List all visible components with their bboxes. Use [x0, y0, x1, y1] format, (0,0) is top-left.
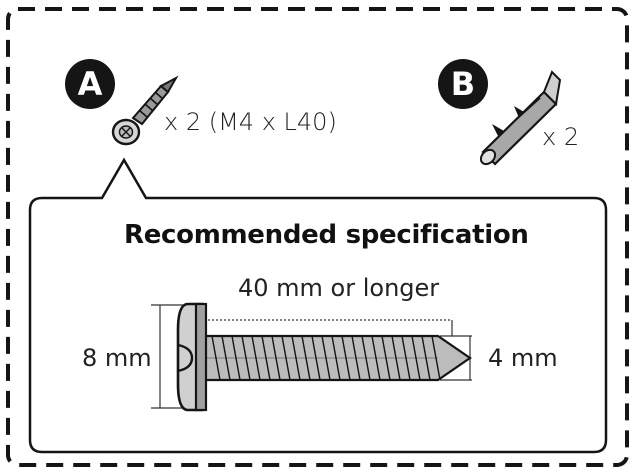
length-label: 40 mm or longer: [238, 274, 440, 302]
badge-b: B: [438, 59, 488, 109]
dashed-frame: [6, 7, 629, 467]
thread-diameter-label: 4 mm: [488, 344, 558, 372]
quantity-b: x 2: [542, 123, 580, 151]
head-diameter-label: 8 mm: [82, 344, 152, 372]
quantity-a: x 2 (M4 x L40): [164, 108, 337, 136]
badge-a: A: [65, 59, 115, 109]
callout-box: [28, 157, 608, 454]
anchor-b-illustration: [479, 70, 562, 166]
callout-title: Recommended specification: [124, 220, 529, 250]
screw-spec-illustration: [176, 302, 472, 412]
screw-a-illustration: [111, 75, 179, 146]
